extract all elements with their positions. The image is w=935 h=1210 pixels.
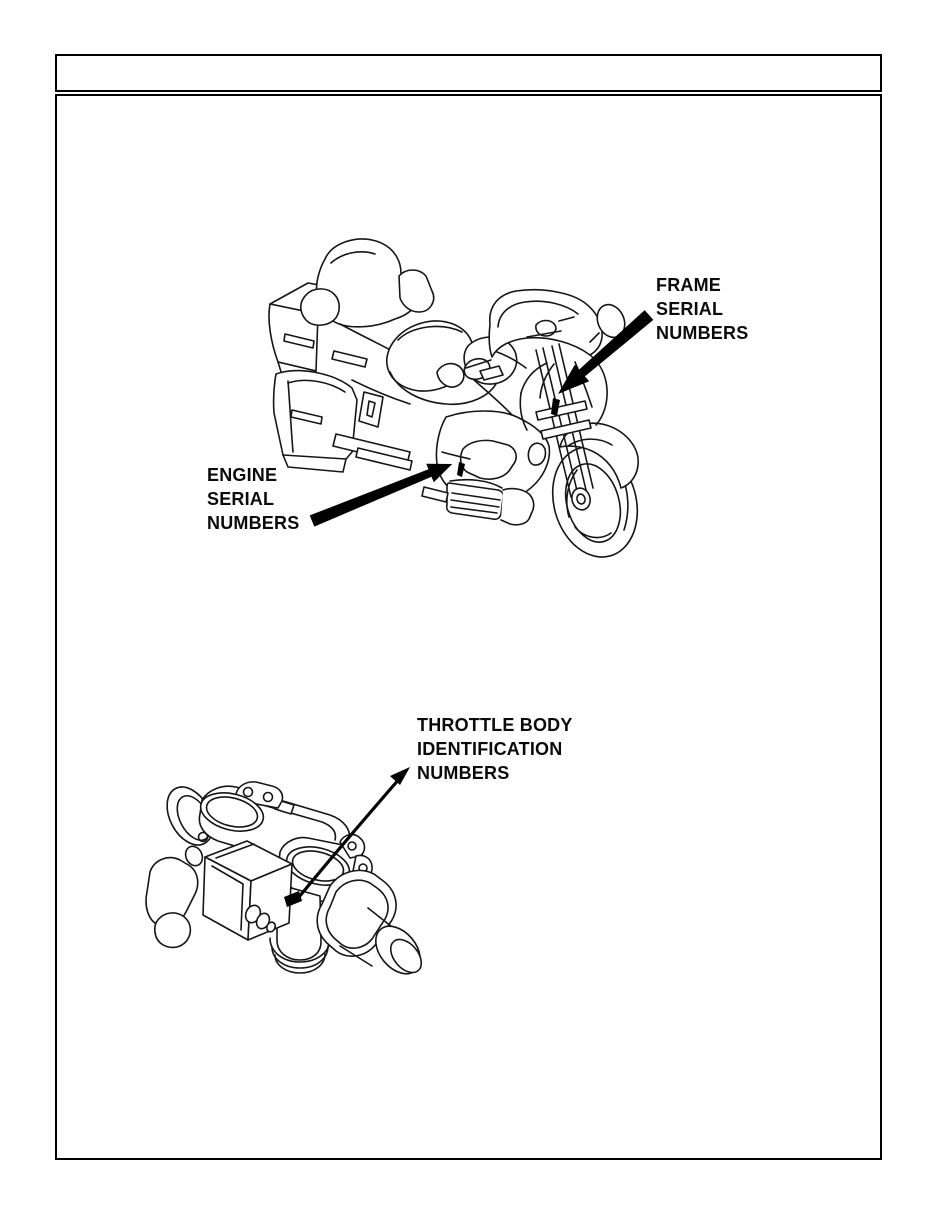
fairing-edge (574, 361, 593, 408)
radiator-slat (450, 506, 498, 514)
throttle-bore-left-inner (205, 796, 259, 828)
engine-serial-label-line: ENGINE (207, 465, 278, 485)
frame-serial-label-line: SERIAL (656, 299, 724, 319)
sensor-box-line (215, 843, 255, 859)
armrest-right (398, 269, 435, 313)
throttle-id-arrow (297, 776, 402, 899)
fork-tube (558, 343, 594, 489)
saddlebag-slot (290, 409, 323, 425)
frame-rail (355, 447, 413, 471)
frame-bracket (358, 391, 384, 428)
engine-serial-arrow (309, 463, 453, 527)
engine-serial-label-line: NUMBERS (207, 513, 300, 533)
engine-serial-mark (457, 462, 465, 477)
wheel-spoke (574, 526, 612, 539)
intake-stub-bottom (339, 945, 373, 967)
fender-line (567, 438, 613, 447)
fork-brace (540, 419, 592, 440)
mount-plate-inner (325, 879, 389, 949)
motorcycle-illustration (268, 238, 639, 558)
shaft-stub (184, 845, 204, 867)
wheel-spoke (566, 469, 578, 518)
frame-bracket-slot (366, 400, 376, 418)
saddlebag-seam-h (287, 379, 346, 393)
throttle-body-illustration (145, 767, 423, 975)
lever-knob (154, 912, 192, 949)
page-header-box (55, 54, 882, 92)
radiator-slat (450, 499, 500, 508)
radiator-slat (451, 492, 501, 501)
brake-lever (465, 359, 492, 369)
fairing-edge (539, 363, 555, 399)
body-line (496, 351, 527, 369)
seat-top-line (397, 325, 463, 341)
throttle-id-label: THROTTLE BODY IDENTIFICATION NUMBERS (417, 713, 573, 785)
bolt-hole (347, 841, 357, 851)
callout-arrows (309, 310, 654, 527)
backrest-stitch (330, 251, 376, 264)
seat-base (389, 371, 498, 406)
windshield-inner (497, 300, 579, 328)
wheel-hub (571, 487, 591, 511)
page-content-box (55, 94, 882, 1160)
nipple-tip (266, 921, 276, 933)
throttle-id-label-line: NUMBERS (417, 763, 510, 783)
frame-serial-label: FRAME SERIAL NUMBERS (656, 273, 748, 345)
body-line (351, 379, 411, 405)
throttle-id-mark (284, 891, 302, 907)
bolt-hole (262, 791, 274, 803)
footpeg (421, 486, 449, 503)
barrel-rib (274, 953, 326, 974)
engine-serial-label-line: SERIAL (207, 489, 275, 509)
throttle-bore-left (199, 792, 265, 832)
frame-serial-arrow (558, 310, 654, 394)
backrest-pad (315, 238, 419, 328)
reservoir (479, 365, 504, 381)
engine-serial-label: ENGINE SERIAL NUMBERS (207, 463, 299, 535)
fork-tube (551, 345, 587, 491)
sensor-box-line (211, 865, 244, 931)
mirror-stalk (589, 332, 600, 343)
dash-line (558, 316, 575, 322)
fork-brace (535, 400, 588, 421)
bolt-hole (197, 831, 209, 843)
fork-tube (535, 349, 572, 498)
barrel-rib (269, 937, 331, 963)
radiator-top-line (449, 478, 503, 489)
fairing-edge (520, 362, 548, 394)
grab-rail (331, 350, 368, 368)
throttle-id-arrowhead (390, 767, 410, 785)
armrest-left (299, 288, 341, 327)
cowl-vent (527, 442, 547, 466)
handlebar-grip (436, 362, 465, 388)
windshield (488, 288, 603, 358)
lever-arm (145, 856, 199, 928)
frame-serial-label-line: NUMBERS (656, 323, 749, 343)
bolt-hole (242, 786, 254, 798)
frame-serial-label-line: FRAME (656, 275, 721, 295)
throttle-id-label-line: THROTTLE BODY (417, 715, 573, 735)
dash-line (526, 330, 562, 338)
saddlebag-lip (282, 454, 347, 473)
intake-cap-inner (389, 938, 423, 974)
saddlebag (272, 369, 358, 466)
front-fender (559, 422, 639, 489)
engine-cowl-line (441, 451, 471, 460)
throttle-id-label-line: IDENTIFICATION (417, 739, 563, 759)
fairing-edge (519, 392, 528, 431)
trunk-handle (283, 333, 315, 349)
axle (576, 493, 586, 505)
radiator-end-cap (500, 487, 535, 526)
frame-serial-mark (551, 398, 560, 416)
